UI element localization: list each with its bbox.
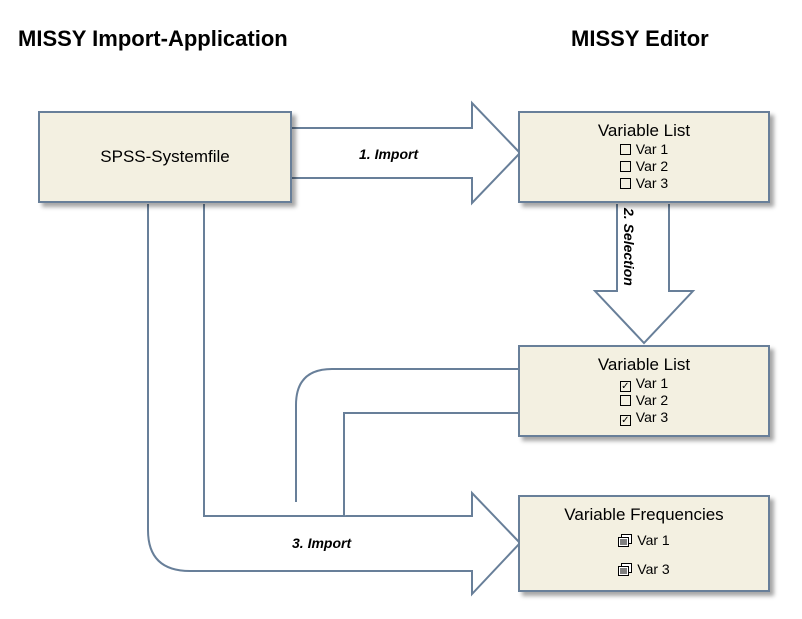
variable-frequencies-title: Variable Frequencies bbox=[564, 505, 724, 524]
variable-list-initial-box: Variable List Var 1 Var 2 Var 3 bbox=[518, 111, 770, 203]
variable-item: Var 1 bbox=[520, 141, 768, 158]
import-label-1: 1. Import bbox=[359, 146, 419, 162]
frequency-table-icon bbox=[618, 534, 633, 547]
variable-item: ✓Var 3 bbox=[619, 409, 669, 426]
variable-list-title: Variable List bbox=[597, 121, 691, 140]
frequency-item: Var 3 bbox=[520, 561, 768, 578]
variable-item: Var 3 bbox=[520, 175, 768, 192]
variable-item: ✓Var 1 bbox=[619, 375, 669, 392]
checkbox-unchecked-icon bbox=[619, 161, 631, 172]
checkbox-checked-icon: ✓ bbox=[619, 415, 631, 426]
variable-list-title: Variable List bbox=[597, 355, 691, 374]
editor-heading: MISSY Editor bbox=[571, 26, 709, 51]
checkbox-checked-icon: ✓ bbox=[619, 381, 631, 392]
import-arrow-3 bbox=[147, 204, 522, 597]
selection-arrow bbox=[592, 204, 696, 345]
checkbox-unchecked-icon bbox=[619, 395, 631, 406]
variable-list-selected-box: Variable List ✓Var 1 Var 2 ✓Var 3 bbox=[518, 345, 770, 437]
variable-frequencies-box: Variable Frequencies Var 1 Var 3 bbox=[518, 495, 770, 592]
spss-systemfile-label: SPSS-Systemfile bbox=[100, 147, 230, 166]
import-application-heading: MISSY Import-Application bbox=[18, 26, 288, 51]
variable-item: Var 2 bbox=[520, 392, 768, 409]
selected-list-connector-inner bbox=[343, 412, 519, 516]
checkbox-unchecked-icon bbox=[619, 144, 631, 155]
selection-label: 2. Selection bbox=[621, 208, 637, 286]
spss-systemfile-box: SPSS-Systemfile bbox=[38, 111, 292, 203]
frequency-item: Var 1 bbox=[520, 532, 768, 549]
checkbox-unchecked-icon bbox=[619, 178, 631, 189]
frequency-table-icon bbox=[618, 563, 633, 576]
variable-item: Var 2 bbox=[520, 158, 768, 175]
import-label-3: 3. Import bbox=[292, 535, 352, 551]
